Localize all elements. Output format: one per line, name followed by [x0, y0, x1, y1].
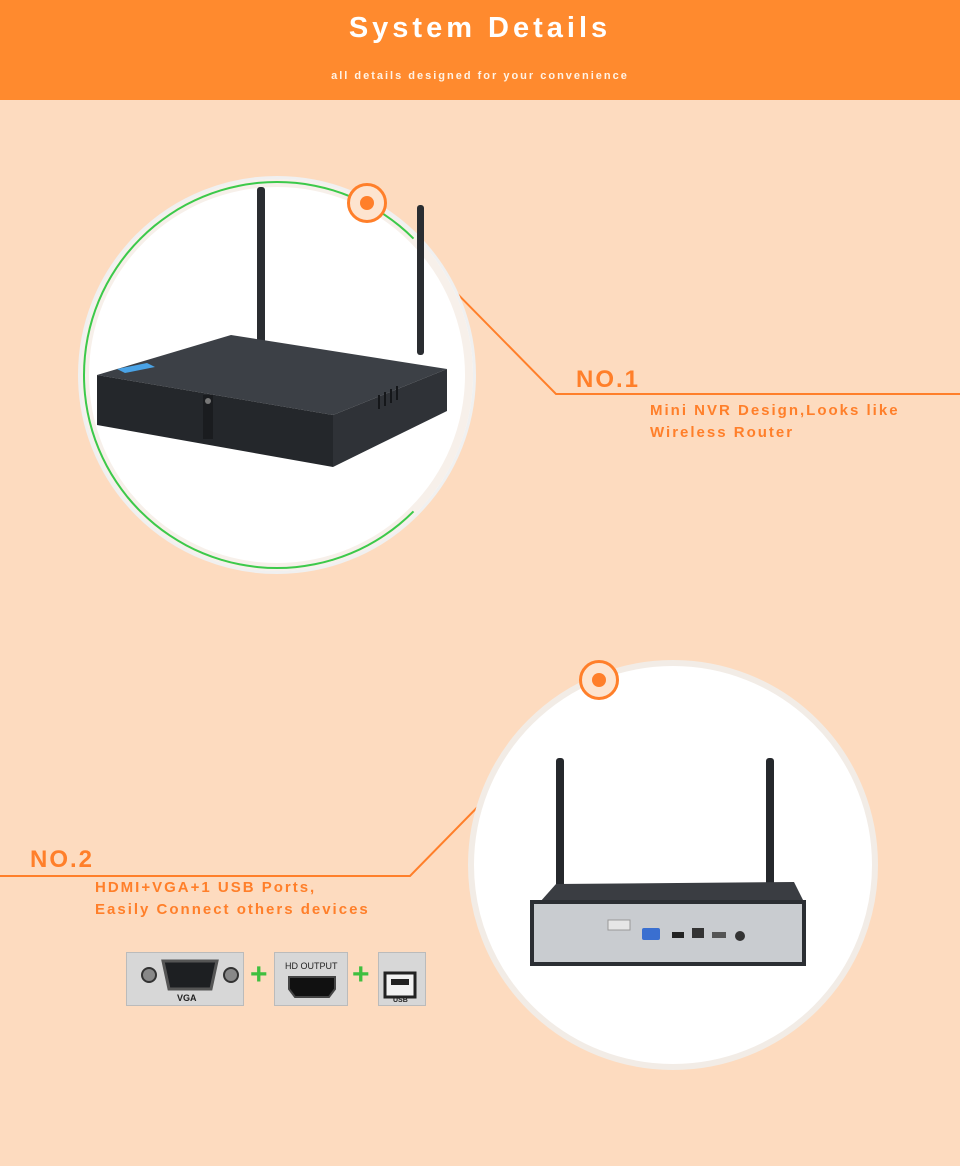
- vga-icon: [141, 959, 239, 991]
- nvr-front: [97, 375, 333, 467]
- vga-port-image: VGA: [126, 952, 244, 1006]
- nvr-front-illustration: [97, 187, 447, 467]
- label-sticker: [607, 919, 631, 931]
- nvr-top: [540, 882, 804, 902]
- nvr-rear: [530, 900, 806, 966]
- plus-icon-2: +: [352, 958, 370, 991]
- feature-1-line-2: Wireless Router: [650, 424, 795, 441]
- callout-dot-1: [347, 183, 387, 223]
- antenna-left: [257, 187, 265, 347]
- power-port: [735, 931, 745, 941]
- usb-caption: USB: [393, 997, 408, 1004]
- feature-1-description: Mini NVR Design,Looks like Wireless Rout…: [650, 400, 900, 444]
- usb-port: [712, 932, 726, 938]
- product-image-front: [78, 176, 476, 574]
- nvr-led: [205, 398, 211, 404]
- feature-1-line-1: Mini NVR Design,Looks like: [650, 402, 900, 419]
- feature-1-number: NO.1: [576, 366, 641, 393]
- ports-strip: VGA + HD OUTPUT + USB: [126, 952, 426, 1006]
- nvr-side: [333, 369, 447, 467]
- hdmi-icon: [288, 976, 336, 998]
- feature-2-line-1: HDMI+VGA+1 USB Ports,: [95, 879, 317, 896]
- vga-port: [642, 928, 660, 940]
- feature-2-line-2: Easily Connect others devices: [95, 901, 370, 918]
- hdmi-port-image: HD OUTPUT: [274, 952, 348, 1006]
- callout-dot-2: [579, 660, 619, 700]
- nvr-front-panel: [203, 395, 213, 439]
- usb-icon: [383, 971, 417, 999]
- green-ring: [83, 181, 471, 569]
- hdmi-caption: HD OUTPUT: [285, 961, 338, 971]
- nvr-blue-led: [117, 363, 155, 373]
- nvr-top: [97, 335, 447, 415]
- antenna-right: [417, 205, 424, 355]
- product-image-rear: [468, 660, 878, 1070]
- hdmi-port: [672, 932, 684, 938]
- feature-2-description: HDMI+VGA+1 USB Ports, Easily Connect oth…: [95, 877, 370, 921]
- page-subtitle: all details designed for your convenienc…: [331, 70, 629, 82]
- vga-caption: VGA: [177, 993, 197, 1003]
- plus-icon-1: +: [250, 958, 268, 991]
- feature-2-number: NO.2: [30, 846, 95, 873]
- usb-port-image: USB: [378, 952, 426, 1006]
- nvr-rear-illustration: [530, 758, 806, 966]
- header-banner: System Details all details designed for …: [0, 0, 960, 100]
- lan-port: [692, 928, 704, 938]
- page-title: System Details: [348, 12, 612, 44]
